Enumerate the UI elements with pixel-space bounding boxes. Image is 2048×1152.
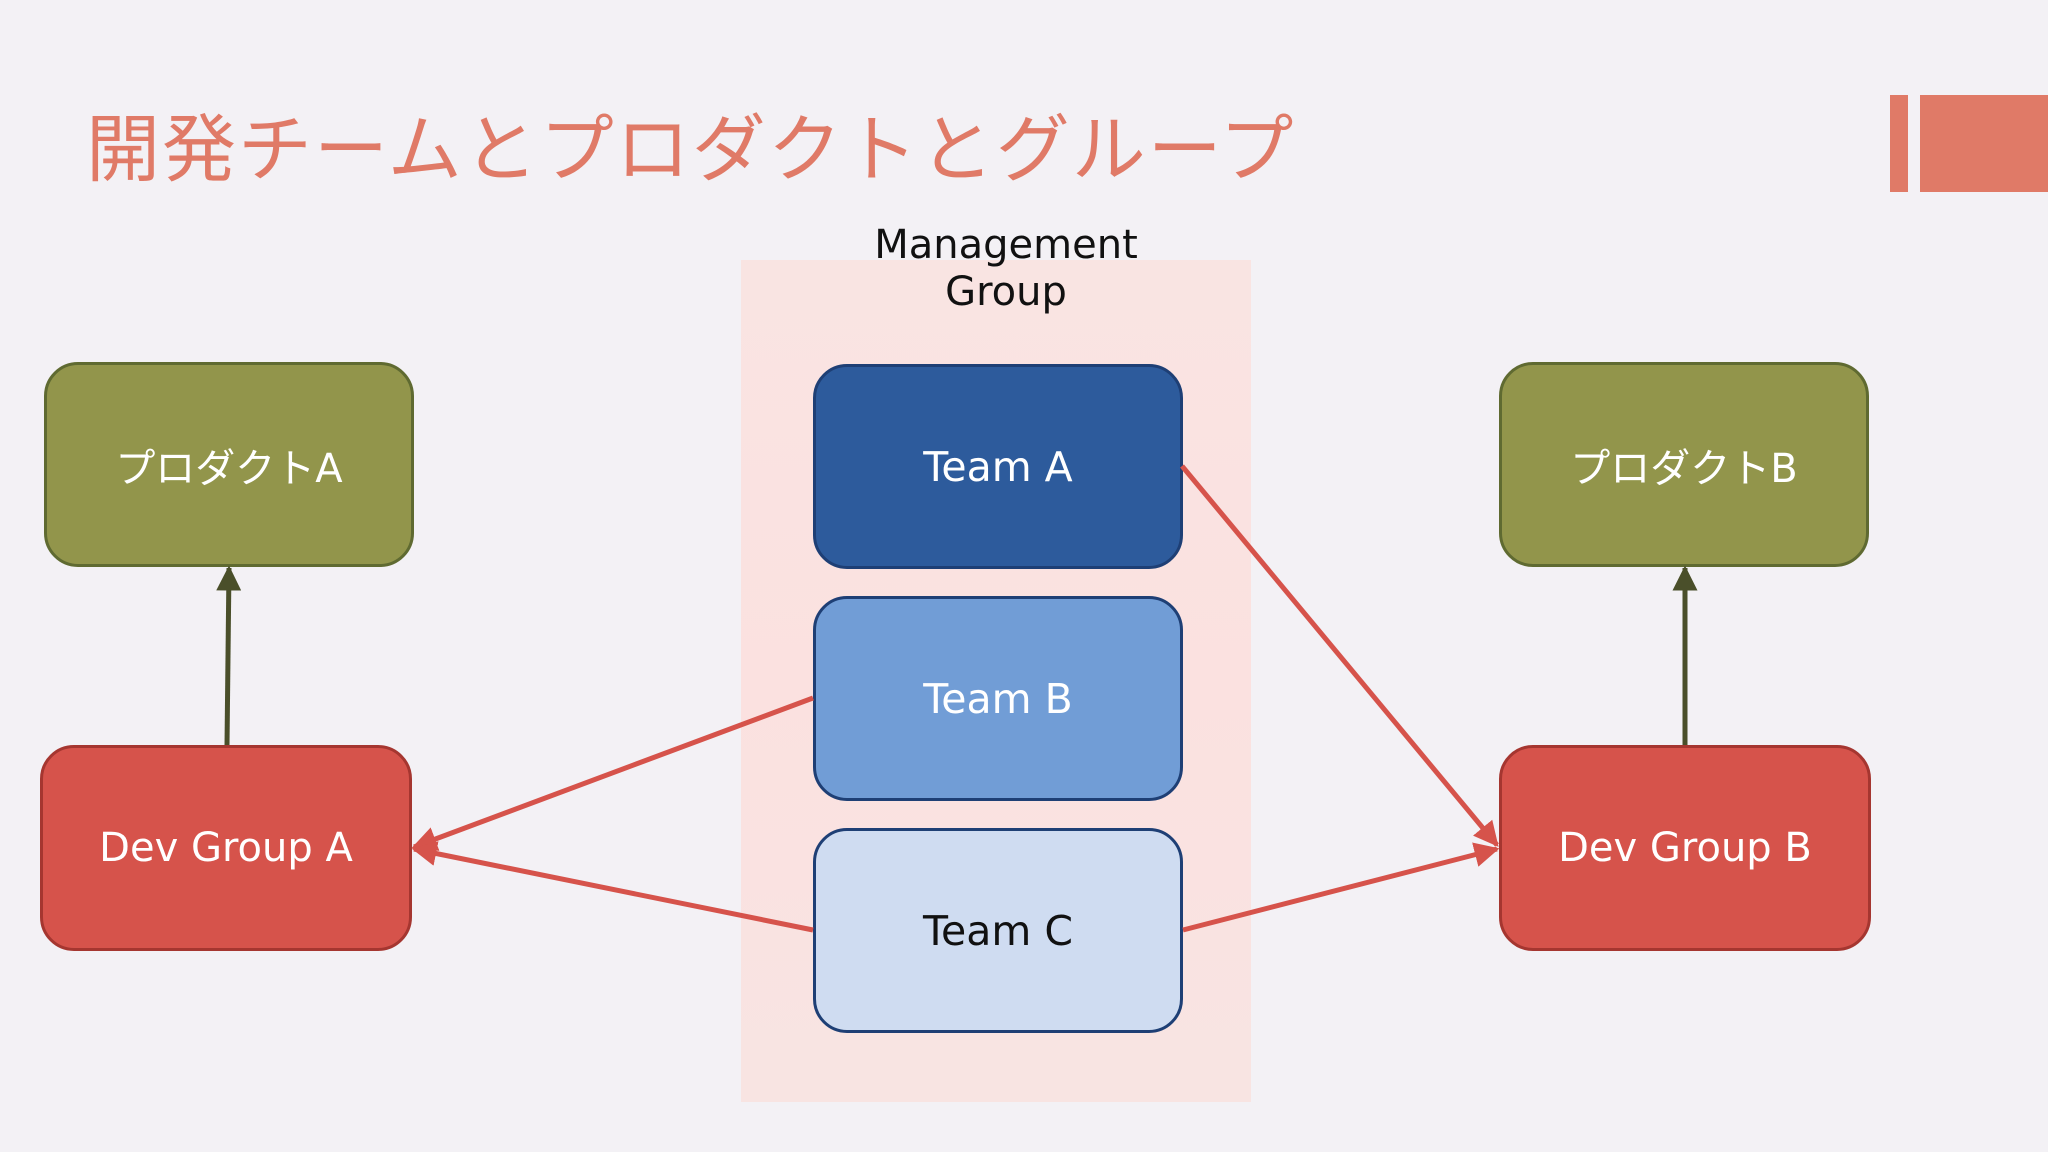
product-b-node: プロダクトB: [1499, 362, 1869, 567]
team-c-node: Team C: [813, 828, 1183, 1033]
dev-group-b-node: Dev Group B: [1499, 745, 1871, 951]
arrow-team-b-to-dev-group-a: [411, 695, 814, 851]
slide-title: 開発チームとプロダクトとグループ: [86, 107, 1296, 193]
title-accent-bar-thin: [1890, 95, 1908, 192]
team-a-node: Team A: [813, 364, 1183, 569]
arrow-team-a-to-dev-group-b: [1180, 464, 1499, 847]
arrow-team-c-to-dev-group-a: [411, 841, 814, 933]
management-group-label: Management Group: [874, 222, 1138, 315]
product-a-node: プロダクトA: [44, 362, 414, 567]
arrow-team-c-to-dev-group-b: [1182, 842, 1500, 933]
team-b-node: Team B: [813, 596, 1183, 801]
title-accent-bar-block: [1920, 95, 2048, 192]
arrow-dev-group-a-to-product-a: [216, 565, 242, 746]
dev-group-a-node: Dev Group A: [40, 745, 412, 951]
